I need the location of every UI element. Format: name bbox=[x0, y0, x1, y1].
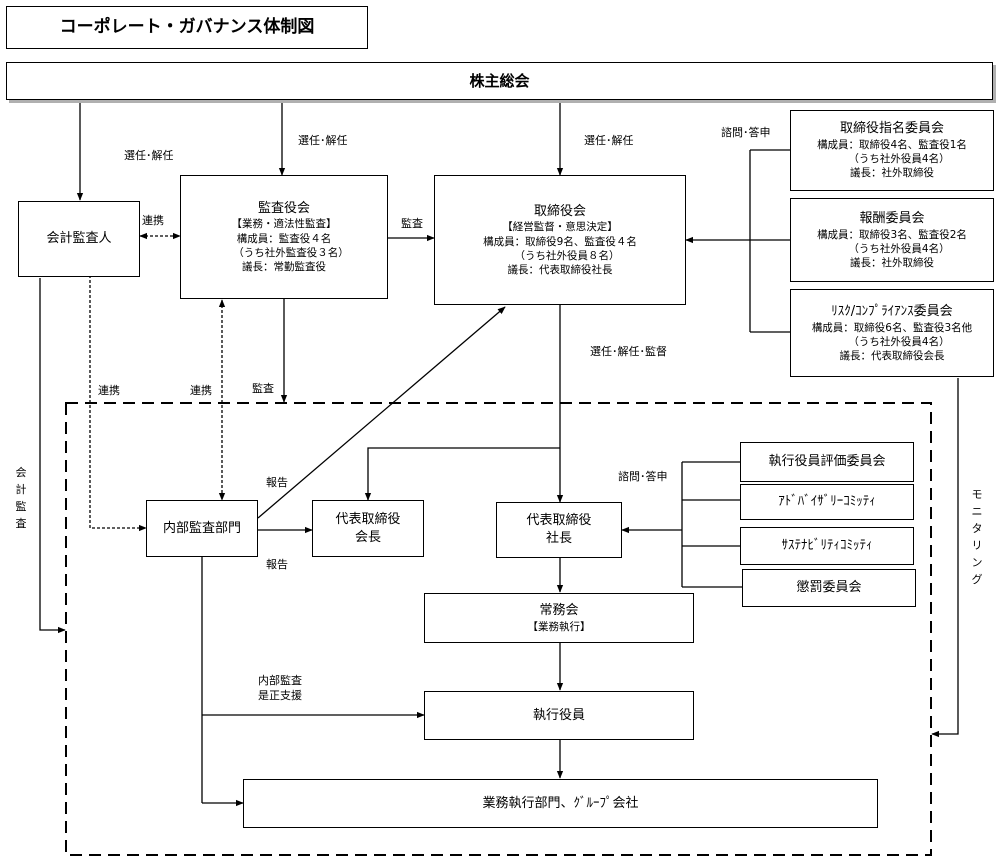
committee-chair: 議長：社外取締役 bbox=[850, 256, 934, 269]
nomination-committee: 取締役指名委員会 構成員：取締役4名、監査役1名 （うち社外役員4名） 議長：社… bbox=[790, 110, 994, 191]
sustainability-committee: ｻｽﾃﾅﾋﾞﾘﾃｨｺﾐｯﾃｨ bbox=[740, 527, 914, 565]
audit-board-name: 監査役会 bbox=[257, 200, 310, 216]
committee-members: 構成員：取締役3名、監査役2名 bbox=[817, 228, 967, 241]
audit-board-members-sub: （うち社外監査役３名） bbox=[233, 246, 349, 259]
board-members-sub: （うち社外役員８名） bbox=[514, 249, 620, 262]
label-renkei-auditor: 連携 bbox=[142, 214, 164, 227]
managing-role: 【業務執行】 bbox=[527, 620, 591, 633]
internal-audit-dept: 内部監査部門 bbox=[146, 500, 258, 557]
committee-chair: 議長：代表取締役会長 bbox=[839, 349, 945, 362]
president-line1: 代表取締役 bbox=[526, 513, 592, 529]
board-chair: 議長：代表取締役社長 bbox=[507, 263, 613, 276]
committee-members-sub: （うち社外役員4名） bbox=[848, 335, 950, 348]
committee-members: 構成員：取締役6名、監査役3名他 bbox=[811, 321, 973, 334]
officers-label: 執行役員 bbox=[532, 707, 585, 723]
exec-committee-label: ｱﾄﾞﾊﾞｲｻﾞﾘｰｺﾐｯﾃｨ bbox=[778, 494, 876, 510]
execution-region-border bbox=[65, 402, 932, 856]
internal-audit-label: 内部監査部門 bbox=[162, 520, 241, 536]
chairman-line2: 会長 bbox=[354, 529, 381, 545]
label-accounting-audit: 会計監査 bbox=[15, 466, 27, 530]
audit-board-role: 【業務・適法性監査】 bbox=[231, 218, 337, 231]
arrow-internal-board bbox=[257, 306, 506, 519]
arrow-auditor-internal bbox=[86, 269, 147, 532]
label-report-chairman: 報告 bbox=[266, 558, 288, 571]
committee-name: 報酬委員会 bbox=[859, 210, 925, 226]
board-of-directors: 取締役会 【経営監督・意思決定】 構成員：取締役9名、監査役４名 （うち社外役員… bbox=[434, 175, 686, 305]
label-kansa-board: 監査 bbox=[401, 217, 423, 230]
committee-members-sub: （うち社外役員4名） bbox=[848, 242, 950, 255]
audit-board: 監査役会 【業務・適法性監査】 構成員：監査役４名 （うち社外監査役３名） 議長… bbox=[180, 175, 388, 299]
president-box: 代表取締役 社長 bbox=[496, 502, 622, 558]
exec-committee-label: 懲罰委員会 bbox=[796, 580, 862, 596]
label-consult-committees: 諮問･答申 bbox=[721, 126, 771, 139]
diagram-title-box: コーポレート・ガバナンス体制図 bbox=[6, 6, 368, 49]
exec-committee-label: 執行役員評価委員会 bbox=[768, 454, 886, 470]
managing-name: 常務会 bbox=[539, 603, 579, 619]
auditor-label: 会計監査人 bbox=[46, 231, 112, 247]
label-correction-support: 是正支援 bbox=[258, 689, 302, 702]
committee-members-sub: （うち社外役員4名） bbox=[848, 153, 950, 166]
accounting-auditor: 会計監査人 bbox=[18, 201, 140, 277]
label-appoint-auditor: 選任･解任 bbox=[124, 149, 174, 162]
label-report-board: 報告 bbox=[266, 476, 288, 489]
label-appoint-supervise: 選任･解任･監督 bbox=[590, 345, 667, 358]
label-kansa-region: 監査 bbox=[252, 382, 274, 395]
compensation-committee: 報酬委員会 構成員：取締役3名、監査役2名 （うち社外役員4名） 議長：社外取締… bbox=[790, 198, 994, 282]
shareholders-label: 株主総会 bbox=[469, 71, 530, 90]
managing-board: 常務会 【業務執行】 bbox=[424, 593, 694, 643]
advisory-committee: ｱﾄﾞﾊﾞｲｻﾞﾘｰｺﾐｯﾃｨ bbox=[740, 484, 914, 520]
board-members: 構成員：取締役9名、監査役４名 bbox=[483, 235, 637, 248]
audit-board-members: 構成員：監査役４名 bbox=[236, 232, 332, 245]
committee-name: 取締役指名委員会 bbox=[839, 121, 944, 137]
exec-eval-committee: 執行役員評価委員会 bbox=[740, 442, 914, 482]
risk-compliance-committee: ﾘｽｸ/ｺﾝﾌﾟﾗｲｱﾝｽ委員会 構成員：取締役6名、監査役3名他 （うち社外役… bbox=[790, 289, 994, 377]
committee-members: 構成員：取締役4名、監査役1名 bbox=[817, 139, 967, 152]
label-appoint-board: 選任･解任 bbox=[584, 134, 634, 147]
audit-board-chair: 議長：常勤監査役 bbox=[242, 260, 326, 273]
executive-officers: 執行役員 bbox=[424, 691, 694, 740]
committee-name: ﾘｽｸ/ｺﾝﾌﾟﾗｲｱﾝｽ委員会 bbox=[831, 303, 953, 319]
diagram-title: コーポレート・ガバナンス体制図 bbox=[59, 17, 315, 38]
label-renkei-internal-left: 連携 bbox=[98, 384, 120, 397]
president-line2: 社長 bbox=[545, 531, 572, 546]
label-appoint-auditboard: 選任･解任 bbox=[298, 134, 348, 147]
label-internal-audit: 内部監査 bbox=[258, 674, 302, 687]
business-divisions: 業務執行部門、ｸﾞﾙｰﾌﾟ会社 bbox=[243, 779, 878, 828]
chairman-line1: 代表取締役 bbox=[335, 511, 401, 527]
shareholders-meeting: 株主総会 bbox=[6, 62, 993, 100]
committee-chair: 議長：社外取締役 bbox=[850, 167, 934, 180]
divisions-label: 業務執行部門、ｸﾞﾙｰﾌﾟ会社 bbox=[482, 795, 639, 811]
exec-committee-label: ｻｽﾃﾅﾋﾞﾘﾃｨｺﾐｯﾃｨ bbox=[781, 538, 873, 554]
arrow-monitoring bbox=[931, 378, 959, 738]
board-role: 【経営監督・意思決定】 bbox=[502, 221, 618, 234]
chairman-box: 代表取締役 会長 bbox=[312, 500, 424, 557]
arrow-board-chairman bbox=[364, 447, 560, 501]
penalty-committee: 懲罰委員会 bbox=[742, 569, 916, 607]
label-renkei-internal: 連携 bbox=[190, 384, 212, 397]
arrow-accounting-audit bbox=[39, 278, 66, 634]
board-name: 取締役会 bbox=[533, 203, 586, 219]
label-consult-exec: 諮問･答申 bbox=[618, 470, 668, 483]
label-monitoring: モニタリング bbox=[971, 488, 983, 586]
